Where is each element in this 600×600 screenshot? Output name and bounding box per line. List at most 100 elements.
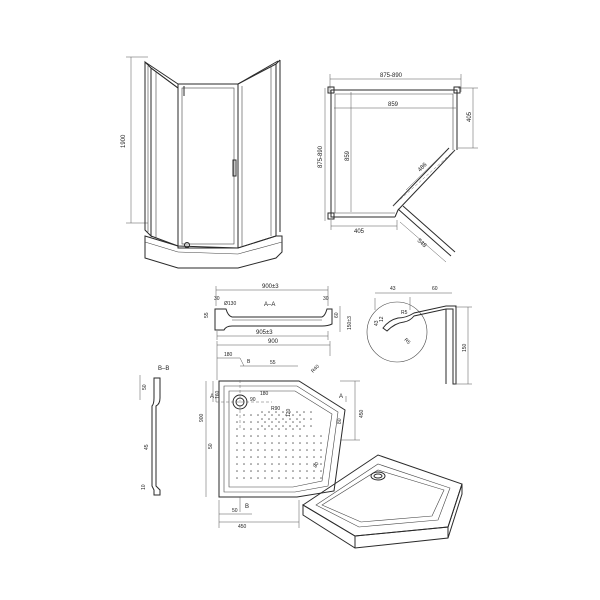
tray-dot bbox=[261, 418, 263, 420]
tray-dot bbox=[236, 442, 238, 444]
tray-dot bbox=[296, 418, 298, 420]
plan-bottom-left-label: 405 bbox=[354, 229, 365, 235]
tray-dot bbox=[320, 463, 322, 465]
tray-dot bbox=[292, 435, 294, 437]
tray-dot bbox=[310, 425, 312, 427]
tray-dot bbox=[271, 470, 273, 472]
tray-dot bbox=[257, 421, 259, 423]
tray-dot bbox=[278, 477, 280, 479]
tray-top-r40-label: R40 bbox=[310, 364, 321, 375]
section-width-top-label: 900±3 bbox=[262, 284, 279, 290]
tray-dot bbox=[250, 463, 252, 465]
tray-dot bbox=[320, 456, 322, 458]
tray-dot bbox=[250, 435, 252, 437]
tray-dot bbox=[292, 470, 294, 472]
tray-dot bbox=[292, 414, 294, 416]
tray-dot bbox=[278, 442, 280, 444]
tray-dot bbox=[289, 418, 291, 420]
tray-dot bbox=[271, 449, 273, 451]
tray-left-900-label: 900 bbox=[199, 413, 205, 422]
tray-dot bbox=[243, 421, 245, 423]
tray-3d-view bbox=[302, 454, 463, 549]
bb-bottom-label: 10 bbox=[141, 484, 147, 490]
tray-dot bbox=[261, 411, 263, 413]
tray-dot bbox=[292, 449, 294, 451]
tray-dot bbox=[250, 470, 252, 472]
plan-door-diag-label: 548 bbox=[416, 238, 428, 250]
plan-side-right-label: 405 bbox=[467, 111, 473, 122]
detail-view: 43 60 12 43 R5 R5 150 bbox=[366, 286, 472, 385]
tray-left-160-label: 160 bbox=[215, 390, 221, 399]
tray-left-50-label: 50 bbox=[208, 443, 214, 449]
tray-80-label: 80 bbox=[337, 418, 343, 424]
enclosure-height-label: 1900 bbox=[121, 134, 127, 148]
tray-dot bbox=[264, 456, 266, 458]
tray-dot bbox=[257, 463, 259, 465]
tray-dot bbox=[243, 463, 245, 465]
plan-inner-height-label: 859 bbox=[345, 150, 351, 161]
tray-dot bbox=[236, 456, 238, 458]
tray-dot bbox=[264, 442, 266, 444]
tray-dot bbox=[250, 477, 252, 479]
tray-dot bbox=[303, 425, 305, 427]
tray-dot bbox=[236, 428, 238, 430]
tray-dot bbox=[285, 463, 287, 465]
tray-small-90-label: 90 bbox=[250, 397, 256, 403]
detail-low-label: R5 bbox=[403, 337, 412, 346]
tray-dot bbox=[299, 477, 301, 479]
tray-dot bbox=[320, 470, 322, 472]
tray-3d-drain-outer bbox=[370, 471, 386, 481]
tray-dot bbox=[243, 477, 245, 479]
tray-dot bbox=[243, 435, 245, 437]
tray-80-bottom-label: 80 bbox=[313, 461, 321, 469]
tray-top-width-label: 900 bbox=[268, 339, 279, 345]
tray-dot bbox=[292, 428, 294, 430]
tray-dot bbox=[278, 428, 280, 430]
tray-dot bbox=[271, 456, 273, 458]
tray-dot bbox=[275, 425, 277, 427]
tray-dot bbox=[299, 470, 301, 472]
tray-dot bbox=[320, 435, 322, 437]
tray-dot bbox=[310, 411, 312, 413]
tray-dot bbox=[268, 425, 270, 427]
tray-dot bbox=[271, 442, 273, 444]
detail-r-label: R5 bbox=[401, 310, 408, 316]
tray-dot bbox=[299, 456, 301, 458]
tray-dot bbox=[271, 463, 273, 465]
tray-dot bbox=[243, 456, 245, 458]
tray-dot bbox=[271, 477, 273, 479]
tray-dot bbox=[282, 411, 284, 413]
tray-dot bbox=[257, 435, 259, 437]
tray-dot bbox=[264, 435, 266, 437]
plan-height-range-label: 875-890 bbox=[318, 145, 324, 168]
tray-dot bbox=[313, 470, 315, 472]
tray-dot bbox=[306, 470, 308, 472]
tray-dot bbox=[299, 442, 301, 444]
tray-dot bbox=[296, 425, 298, 427]
tray-dot bbox=[268, 411, 270, 413]
tray-dot bbox=[236, 449, 238, 451]
tray-dot bbox=[313, 477, 315, 479]
tray-dot bbox=[271, 421, 273, 423]
tray-dot bbox=[320, 449, 322, 451]
detail-top-left-label: 43 bbox=[390, 286, 396, 292]
tray-dot bbox=[275, 418, 277, 420]
tray-dot bbox=[285, 414, 287, 416]
tray-bottom-450-label: 450 bbox=[238, 524, 247, 530]
tray-dot bbox=[271, 428, 273, 430]
tray-bottom-50-label: 50 bbox=[232, 508, 238, 514]
section-right-h-label: 60 bbox=[334, 312, 340, 318]
tray-dot bbox=[313, 442, 315, 444]
tray-dot bbox=[289, 425, 291, 427]
tray-dot bbox=[243, 449, 245, 451]
tray-dot bbox=[271, 414, 273, 416]
tray-dot bbox=[285, 421, 287, 423]
tray-right-450-label: 450 bbox=[359, 409, 365, 418]
section-left-h-label: 55 bbox=[204, 312, 210, 318]
tray-dot bbox=[303, 418, 305, 420]
tray-dot bbox=[278, 421, 280, 423]
enclosure-elevation: 1900 bbox=[121, 56, 283, 269]
tray-dot bbox=[257, 470, 259, 472]
tray-dot bbox=[299, 463, 301, 465]
tray-dot bbox=[250, 421, 252, 423]
